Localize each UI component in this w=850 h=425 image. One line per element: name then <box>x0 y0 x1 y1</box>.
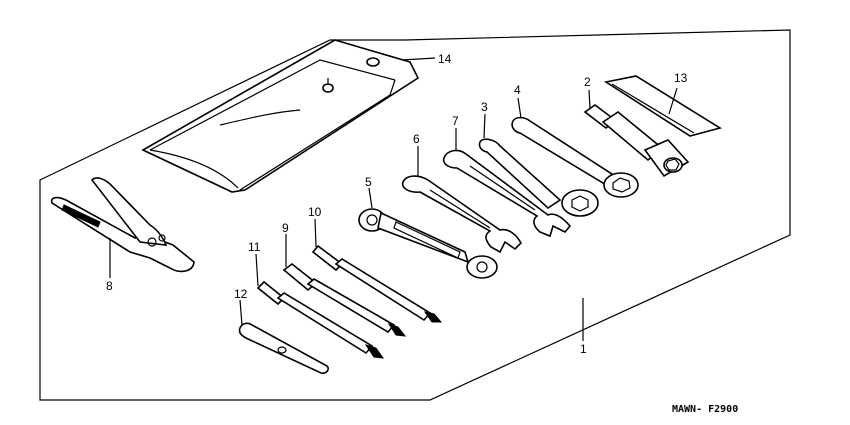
leader-10 <box>314 218 317 248</box>
callout-3: 3 <box>481 100 488 114</box>
diagram-code: MAWN- F2900 <box>672 404 738 415</box>
leader-5 <box>368 187 373 209</box>
tool-strap[interactable] <box>603 75 722 137</box>
callout-13: 13 <box>674 71 688 85</box>
leader-13 <box>668 87 678 115</box>
callout-8: 8 <box>106 279 113 293</box>
screwdriver-flat[interactable] <box>311 244 443 323</box>
screwdriver-phillips[interactable] <box>282 262 407 337</box>
screwdriver-handle[interactable] <box>256 280 385 359</box>
leader-11 <box>255 253 259 287</box>
callout-6: 6 <box>413 132 420 146</box>
leader-4 <box>517 97 522 119</box>
callout-5: 5 <box>365 175 372 189</box>
tool-bag[interactable] <box>141 39 420 193</box>
callout-2: 2 <box>584 75 591 89</box>
leader-12 <box>239 299 243 326</box>
callout-1: 1 <box>580 342 587 356</box>
callout-11: 11 <box>248 240 261 254</box>
callout-7: 7 <box>452 114 459 128</box>
socket-wrench[interactable] <box>583 104 690 178</box>
leader-14 <box>401 57 436 61</box>
leader-3 <box>483 113 486 139</box>
leader-2 <box>588 89 591 109</box>
kit-panel-outline <box>39 29 791 401</box>
callout-12: 12 <box>234 287 248 301</box>
callouts: 14 13 2 4 3 7 6 5 10 9 11 12 8 1 <box>106 52 688 356</box>
callout-9: 9 <box>282 221 289 235</box>
flat-bar[interactable] <box>238 322 329 374</box>
callout-14: 14 <box>438 52 452 66</box>
pliers[interactable] <box>50 177 195 273</box>
combination-wrench-small[interactable] <box>401 175 522 254</box>
callout-4: 4 <box>514 83 521 97</box>
box-wrench[interactable] <box>511 116 639 198</box>
callout-10: 10 <box>308 205 322 219</box>
open-end-wrench-large[interactable] <box>478 138 599 217</box>
combination-wrench-medium[interactable] <box>442 149 572 238</box>
leader-lines <box>109 57 678 341</box>
ratchet-wrench[interactable] <box>358 208 498 279</box>
